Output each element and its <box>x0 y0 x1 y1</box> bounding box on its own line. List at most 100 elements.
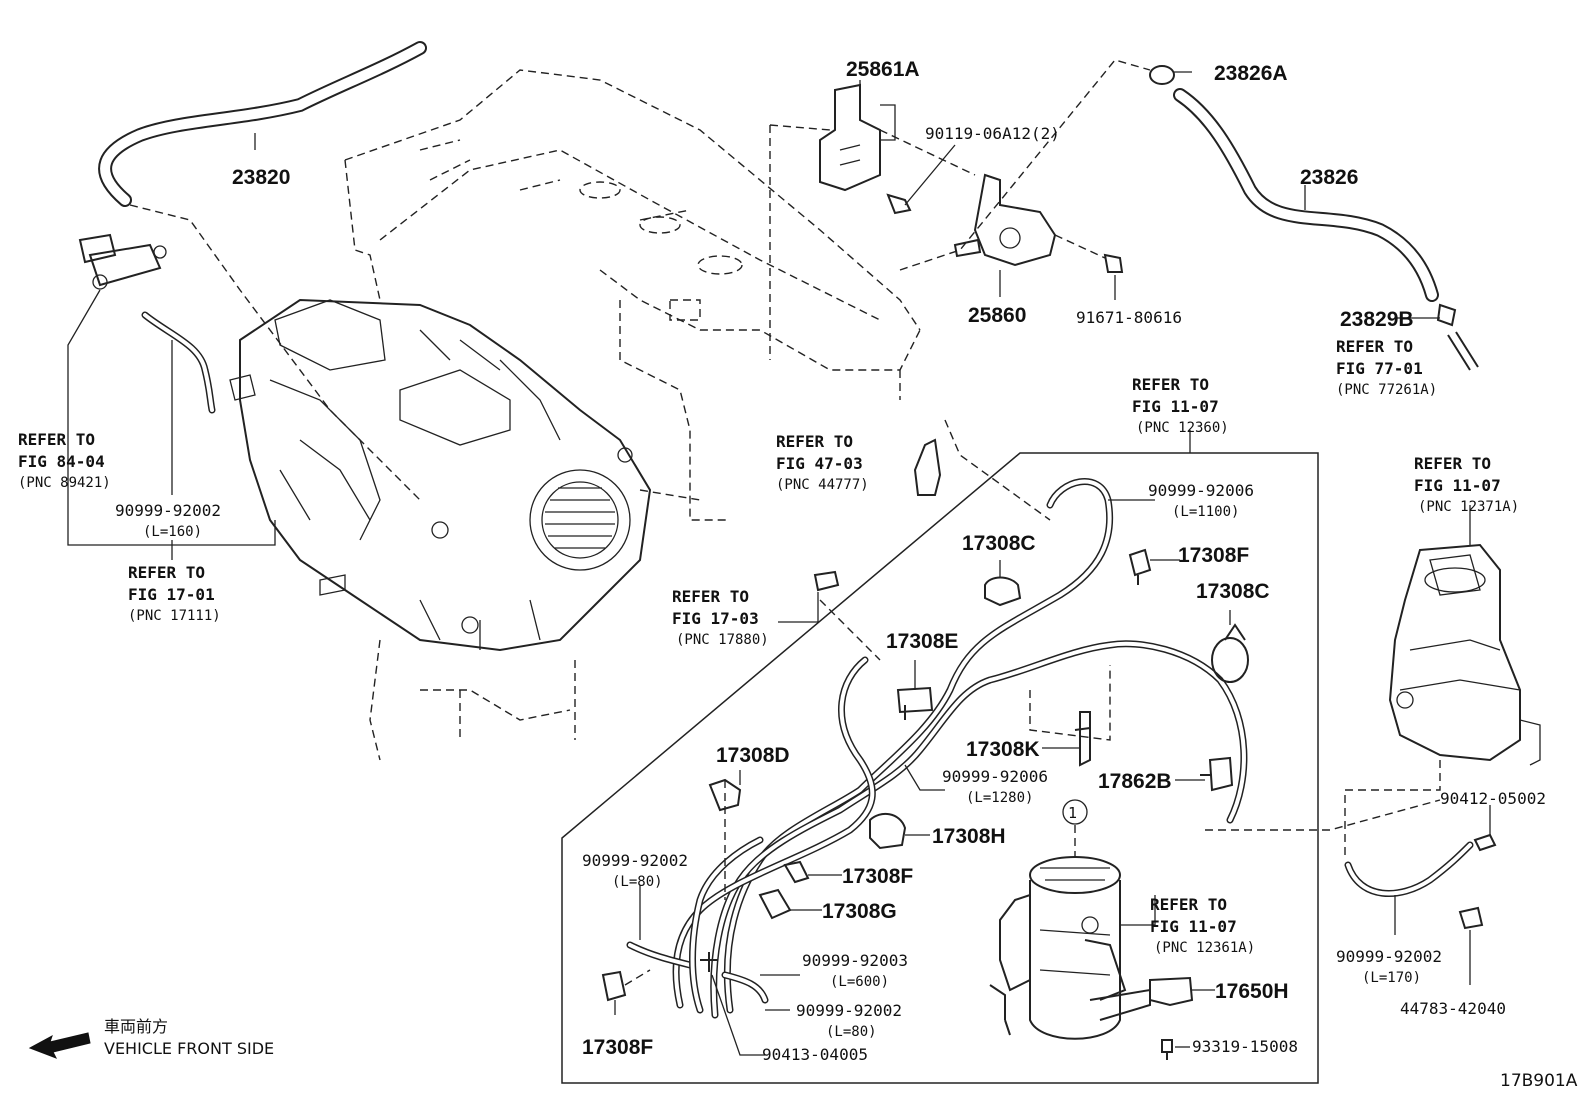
label-91671: 91671-80616 <box>1076 308 1182 327</box>
front-label-en: VEHICLE FRONT SIDE <box>104 1039 274 1058</box>
pressure-sensor <box>78 233 167 290</box>
canister-assembly-right <box>1388 543 1541 766</box>
ref-12360-line2: FIG 11-07 <box>1132 397 1219 416</box>
label-17308H: 17308H <box>932 825 1006 848</box>
label-hose-l1100-len: (L=1100) <box>1172 504 1239 520</box>
label-hose-l1280: 90999-92006 <box>942 767 1048 786</box>
dash-clips-left <box>624 780 726 986</box>
hose-assembly-box <box>561 452 1319 1084</box>
dash-vsv <box>899 59 1151 271</box>
label-hose-l170: 90999-92002 <box>1336 947 1442 966</box>
ref-84-04-line2: FIG 84-04 <box>18 452 105 471</box>
leader-hose-l1280 <box>904 764 945 791</box>
label-25860: 25860 <box>968 304 1026 327</box>
label-25861A: 25861A <box>846 58 920 81</box>
engine-block-outline <box>344 69 921 761</box>
label-17308E: 17308E <box>886 630 958 653</box>
dash-23820 <box>129 204 421 501</box>
ref-77-01-line2: FIG 77-01 <box>1336 359 1423 378</box>
label-hose-l80-a-len: (L=80) <box>612 874 663 890</box>
leader-ref-17-03 <box>778 592 819 623</box>
hose-90999-92002-l160 <box>141 311 216 414</box>
bracket-25861A <box>819 83 896 192</box>
hose-90999-92002-l80-a <box>626 941 694 969</box>
ref-17-03-line1: REFER TO <box>672 587 749 606</box>
label-23829B: 23829B <box>1340 308 1414 331</box>
clamp-23829B <box>1436 303 1457 327</box>
label-23826: 23826 <box>1300 166 1358 189</box>
clip-17308F-mid <box>783 860 810 884</box>
dash-17308K <box>1029 665 1111 741</box>
ref-77-01-line1: REFER TO <box>1336 337 1413 356</box>
leader-ref-12361A <box>1120 895 1156 926</box>
hose-23826 <box>1173 88 1439 302</box>
label-hose-l170-len: (L=170) <box>1362 970 1421 986</box>
dash-vsv-box <box>769 124 976 360</box>
clamp-23826A <box>1149 65 1175 85</box>
ref-12371A-line2: FIG 11-07 <box>1414 476 1501 495</box>
ref-47-03-line1: REFER TO <box>776 432 853 451</box>
ref-17-01-line2: FIG 17-01 <box>128 585 215 604</box>
ref-12360-line3: (PNC 12360) <box>1136 420 1229 436</box>
vsv-25860 <box>953 173 1057 267</box>
label-17308F-mid: 17308F <box>842 865 913 888</box>
ref-17-03-line2: FIG 17-03 <box>672 609 759 628</box>
intake-manifold <box>229 298 652 652</box>
dash-17862B <box>1205 799 1441 831</box>
dash-right-canister <box>1344 760 1441 855</box>
arrow-left-icon <box>28 1032 91 1059</box>
label-44783: 44783-42040 <box>1400 999 1506 1018</box>
ref-84-04-line3: (PNC 89421) <box>18 475 111 491</box>
clip-17308F-top <box>1128 548 1152 585</box>
ref-47-03-line2: FIG 47-03 <box>776 454 863 473</box>
ref-17-03-line3: (PNC 17880) <box>676 632 769 648</box>
label-hose-l80-b-len: (L=80) <box>826 1024 877 1040</box>
hose-90999-92003-l600 <box>689 836 764 1014</box>
callout-number: 1 <box>1068 804 1077 822</box>
bolt-91671 <box>1103 253 1124 273</box>
vsv-17650H <box>1149 976 1194 1007</box>
bolt-90119 <box>886 193 912 215</box>
label-90413: 90413-04005 <box>762 1045 868 1064</box>
clamp-17308C-right <box>1211 623 1249 683</box>
hose-90999-92002-l170 <box>1344 841 1474 897</box>
label-17308F-top: 17308F <box>1178 544 1249 567</box>
ref-12361A-line3: (PNC 12361A) <box>1154 940 1255 956</box>
connector-ref-47-03 <box>913 438 942 496</box>
clip-17308K <box>1074 711 1091 767</box>
leader-90413 <box>711 974 765 1056</box>
ref-12371A-line1: REFER TO <box>1414 454 1491 473</box>
label-hose-l1280-len: (L=1280) <box>966 790 1033 806</box>
label-hose-l80-b: 90999-92002 <box>796 1001 902 1020</box>
dash-ref-47-03 <box>944 419 1051 521</box>
label-hose-l600: 90999-92003 <box>802 951 908 970</box>
label-17308G: 17308G <box>822 900 897 923</box>
ref-17-01-line3: (PNC 17111) <box>128 608 221 624</box>
label-hose-l160-len: (L=160) <box>143 524 202 540</box>
ref-12361A-line1: REFER TO <box>1150 895 1227 914</box>
clip-44783 <box>1458 906 1484 930</box>
label-17308K: 17308K <box>966 738 1040 761</box>
label-17308C-top: 17308C <box>962 532 1036 555</box>
front-label-jp: 車両前方 <box>104 1017 168 1036</box>
ref-84-04-line1: REFER TO <box>18 430 95 449</box>
leader-ref-84-04 <box>67 289 276 546</box>
pipe-ref-77-01 <box>1447 331 1479 371</box>
label-hose-l160: 90999-92002 <box>115 501 221 520</box>
label-23820: 23820 <box>232 166 290 189</box>
joint-17862B <box>1200 756 1234 792</box>
clip-17308G <box>758 888 792 920</box>
hose-23820 <box>98 41 427 207</box>
joint-90412 <box>1473 833 1497 852</box>
ref-17-01-line1: REFER TO <box>128 563 205 582</box>
label-17308D: 17308D <box>716 744 790 767</box>
ref-47-03-line3: (PNC 44777) <box>776 477 869 493</box>
clip-17308D <box>708 778 742 812</box>
clamp-17308H <box>869 812 907 850</box>
label-hose-l80-a: 90999-92002 <box>582 851 688 870</box>
clamp-17308C-top <box>984 576 1022 607</box>
label-hose-l600-len: (L=600) <box>830 974 889 990</box>
label-17308F-bottom: 17308F <box>582 1036 653 1059</box>
ref-77-01-line3: (PNC 77261A) <box>1336 382 1437 398</box>
